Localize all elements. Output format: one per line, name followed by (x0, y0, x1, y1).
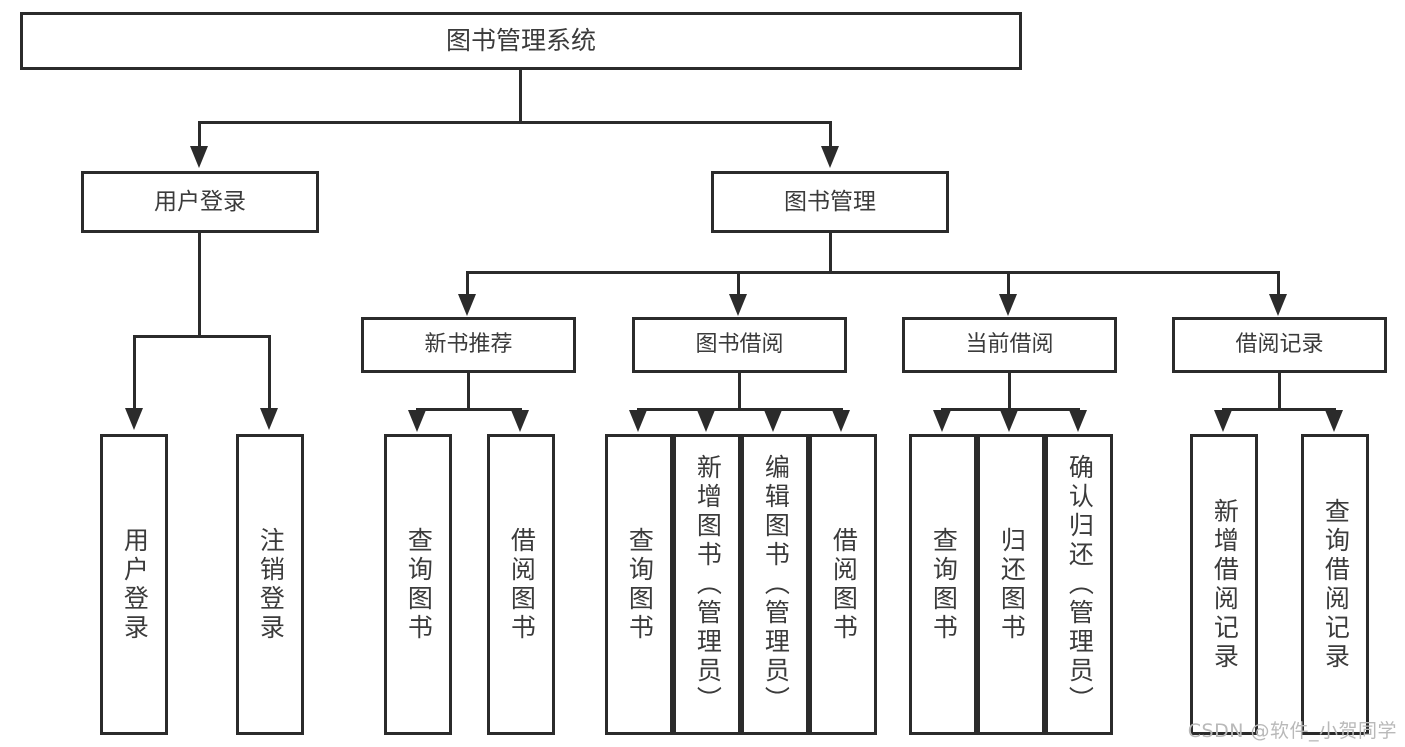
node-current-borrow[interactable]: 当前借阅 (902, 317, 1117, 373)
node-root-book-management-system[interactable]: 图书管理系统 (20, 12, 1022, 70)
arrow-current-borrow-to-leaf-1 (1000, 410, 1018, 432)
node-book-borrow[interactable]: 图书借阅 (632, 317, 847, 373)
node-label: 编辑图书（管理员） (761, 454, 791, 715)
edge-new-book-stem (467, 373, 470, 411)
arrow-borrow-record-to-leaf-0 (1214, 410, 1232, 432)
node-label: 图书管理系统 (445, 25, 596, 55)
edge-book-borrow-stem (738, 373, 741, 411)
edge-new-book-bus (416, 408, 522, 411)
edge-user-login-to-leaf-1 (268, 335, 271, 410)
edge-borrow-record-bus (1222, 408, 1336, 411)
arrow-user-login-to-leaf-1 (260, 408, 278, 430)
arrow-new-book-to-leaf-0 (408, 410, 426, 432)
leaf-book-borrow-2[interactable]: 编辑图书（管理员） (741, 434, 809, 735)
arrow-current-borrow-to-leaf-2 (1069, 410, 1087, 432)
node-label: 查询图书 (404, 526, 434, 643)
node-label: 借阅记录 (1235, 332, 1324, 358)
edge-book-management-bus (466, 271, 1280, 274)
node-label: 查询借阅记录 (1321, 497, 1351, 672)
arrow-new-book-to-leaf-1 (511, 410, 529, 432)
edge-root-bus (198, 121, 832, 124)
edge-root-to-user-login (198, 121, 201, 148)
node-label: 图书管理 (784, 188, 876, 215)
node-label: 借阅图书 (829, 526, 859, 643)
node-borrow-record[interactable]: 借阅记录 (1172, 317, 1387, 373)
leaf-borrow-record-0[interactable]: 新增借阅记录 (1190, 434, 1258, 735)
leaf-current-borrow-0[interactable]: 查询图书 (909, 434, 977, 735)
arrow-user-login-to-leaf-0 (125, 408, 143, 430)
arrow-borrow-record-to-leaf-1 (1325, 410, 1343, 432)
leaf-new-book-1[interactable]: 借阅图书 (487, 434, 555, 735)
arrow-book-management-to-book-borrow (729, 294, 747, 316)
leaf-new-book-0[interactable]: 查询图书 (384, 434, 452, 735)
arrow-root-to-user-login (190, 146, 208, 168)
node-label: 归还图书 (997, 526, 1027, 643)
node-user-login[interactable]: 用户登录 (81, 171, 319, 233)
arrow-book-borrow-to-leaf-1 (697, 410, 715, 432)
leaf-user-login-1[interactable]: 注销登录 (236, 434, 304, 735)
edge-book-management-to-borrow-record (1277, 271, 1280, 296)
arrow-book-management-to-current-borrow (999, 294, 1017, 316)
leaf-borrow-record-1[interactable]: 查询借阅记录 (1301, 434, 1369, 735)
edge-book-management-to-current-borrow (1007, 271, 1010, 296)
node-label: 用户登录 (120, 526, 150, 643)
node-label: 确认归还（管理员） (1065, 454, 1095, 715)
leaf-current-borrow-1[interactable]: 归还图书 (977, 434, 1045, 735)
node-label: 查询图书 (625, 526, 655, 643)
leaf-book-borrow-1[interactable]: 新增图书（管理员） (673, 434, 741, 735)
arrow-root-to-book-management (821, 146, 839, 168)
arrow-book-borrow-to-leaf-0 (629, 410, 647, 432)
node-new-book-recommend[interactable]: 新书推荐 (361, 317, 576, 373)
arrow-book-management-to-borrow-record (1269, 294, 1287, 316)
edge-book-management-to-new-book (466, 271, 469, 296)
arrow-book-borrow-to-leaf-2 (764, 410, 782, 432)
node-book-management[interactable]: 图书管理 (711, 171, 949, 233)
edge-user-login-stem (198, 233, 201, 337)
node-label: 借阅图书 (507, 526, 537, 643)
edge-root-to-book-management (829, 121, 832, 148)
edge-book-borrow-bus (637, 408, 842, 411)
node-label: 当前借阅 (965, 332, 1054, 358)
edge-borrow-record-stem (1278, 373, 1281, 411)
leaf-book-borrow-3[interactable]: 借阅图书 (809, 434, 877, 735)
edge-user-login-to-leaf-0 (133, 335, 136, 410)
leaf-current-borrow-2[interactable]: 确认归还（管理员） (1045, 434, 1113, 735)
node-label: 图书借阅 (695, 332, 784, 358)
node-label: 查询图书 (929, 526, 959, 643)
leaf-user-login-0[interactable]: 用户登录 (100, 434, 168, 735)
arrow-book-borrow-to-leaf-3 (832, 410, 850, 432)
arrow-current-borrow-to-leaf-0 (933, 410, 951, 432)
node-label: 新增借阅记录 (1210, 497, 1240, 672)
edge-current-borrow-stem (1008, 373, 1011, 411)
arrow-book-management-to-new-book (458, 294, 476, 316)
edge-user-login-bus (133, 335, 271, 338)
node-label: 新增图书（管理员） (693, 454, 723, 715)
node-label: 注销登录 (256, 526, 286, 643)
edge-book-management-to-book-borrow (737, 271, 740, 296)
edge-book-management-stem (829, 233, 832, 273)
node-label: 用户登录 (154, 188, 246, 215)
leaf-book-borrow-0[interactable]: 查询图书 (605, 434, 673, 735)
node-label: 新书推荐 (424, 332, 513, 358)
edge-root-stem (519, 70, 522, 122)
